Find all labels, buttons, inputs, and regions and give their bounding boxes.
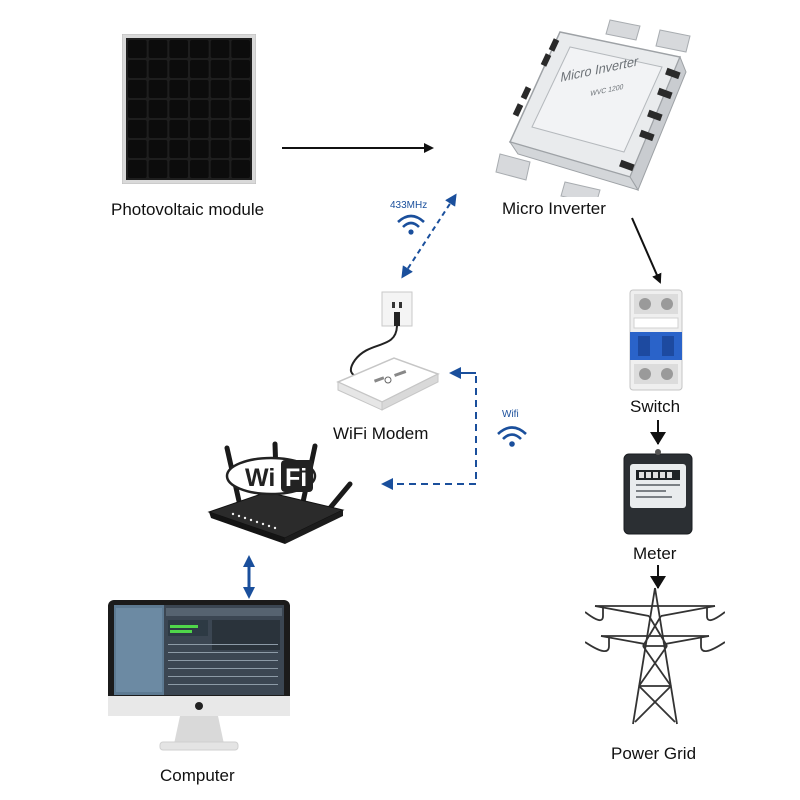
micro-inverter-label: Micro Inverter <box>502 199 606 218</box>
pv-cell <box>210 40 230 58</box>
router-logo-wi: Wi <box>245 464 275 492</box>
pv-cell <box>128 40 147 58</box>
pv-cell <box>169 80 188 98</box>
pv-cell <box>169 40 188 58</box>
photovoltaic-module-label: Photovoltaic module <box>111 200 265 219</box>
pv-cell <box>148 100 168 118</box>
pv-cell <box>190 160 209 178</box>
pv-cell <box>231 100 250 118</box>
wifi-modem-image <box>336 291 440 411</box>
computer-label: Computer <box>160 766 235 785</box>
pv-cell <box>128 120 147 138</box>
pv-cell <box>210 140 230 158</box>
arrow-433mhz-link <box>401 193 457 279</box>
pv-cell <box>128 100 147 118</box>
pv-cell <box>148 80 168 98</box>
arrow-inverter-to-switch <box>631 217 662 284</box>
pv-cell <box>128 160 147 178</box>
pv-cell <box>128 60 147 78</box>
pv-cell <box>231 160 250 178</box>
pv-cell <box>128 80 147 98</box>
pv-cell <box>148 140 168 158</box>
pv-cell <box>190 60 209 78</box>
pv-cell <box>190 140 209 158</box>
router-image: Wi Fi <box>207 441 353 544</box>
pv-cell <box>231 40 250 58</box>
wifi-link-label: Wifi <box>502 409 519 420</box>
pv-cell <box>169 120 188 138</box>
pv-cell <box>128 140 147 158</box>
power-grid-label: Power Grid <box>611 744 697 763</box>
pv-cell <box>231 60 250 78</box>
rf-433mhz-label: 433MHz <box>390 200 428 211</box>
pv-cell <box>231 80 250 98</box>
pv-cell <box>148 120 168 138</box>
pv-cell <box>169 60 188 78</box>
micro-inverter-image: Micro Inverter WVC 1200 <box>495 19 691 197</box>
pv-cell <box>210 80 230 98</box>
pv-cell <box>169 140 188 158</box>
pv-cell <box>231 120 250 138</box>
router-logo-fi: Fi <box>285 464 307 492</box>
meter-label: Meter <box>633 544 677 563</box>
pv-cell <box>148 60 168 78</box>
pv-cell <box>169 160 188 178</box>
pv-cell <box>190 40 209 58</box>
photovoltaic-module-image <box>122 34 256 184</box>
wifi-icon <box>497 426 527 447</box>
pv-cell <box>210 60 230 78</box>
pv-cell <box>190 120 209 138</box>
pv-cell <box>231 140 250 158</box>
pv-cell <box>169 100 188 118</box>
pv-cell <box>190 100 209 118</box>
pv-cell <box>210 160 230 178</box>
pv-cell <box>190 80 209 98</box>
wifi-icon <box>397 214 425 235</box>
pv-cell <box>148 40 168 58</box>
meter-image <box>623 449 693 535</box>
pv-cell <box>210 120 230 138</box>
wifi-modem-label: WiFi Modem <box>333 424 429 443</box>
pv-cell <box>210 100 230 118</box>
computer-image <box>108 600 290 751</box>
arrow-wifi-to-router <box>381 376 477 490</box>
switch-image <box>629 289 683 391</box>
power-grid-tower-image <box>585 587 725 725</box>
pv-cell <box>148 160 168 178</box>
switch-label: Switch <box>630 397 681 416</box>
